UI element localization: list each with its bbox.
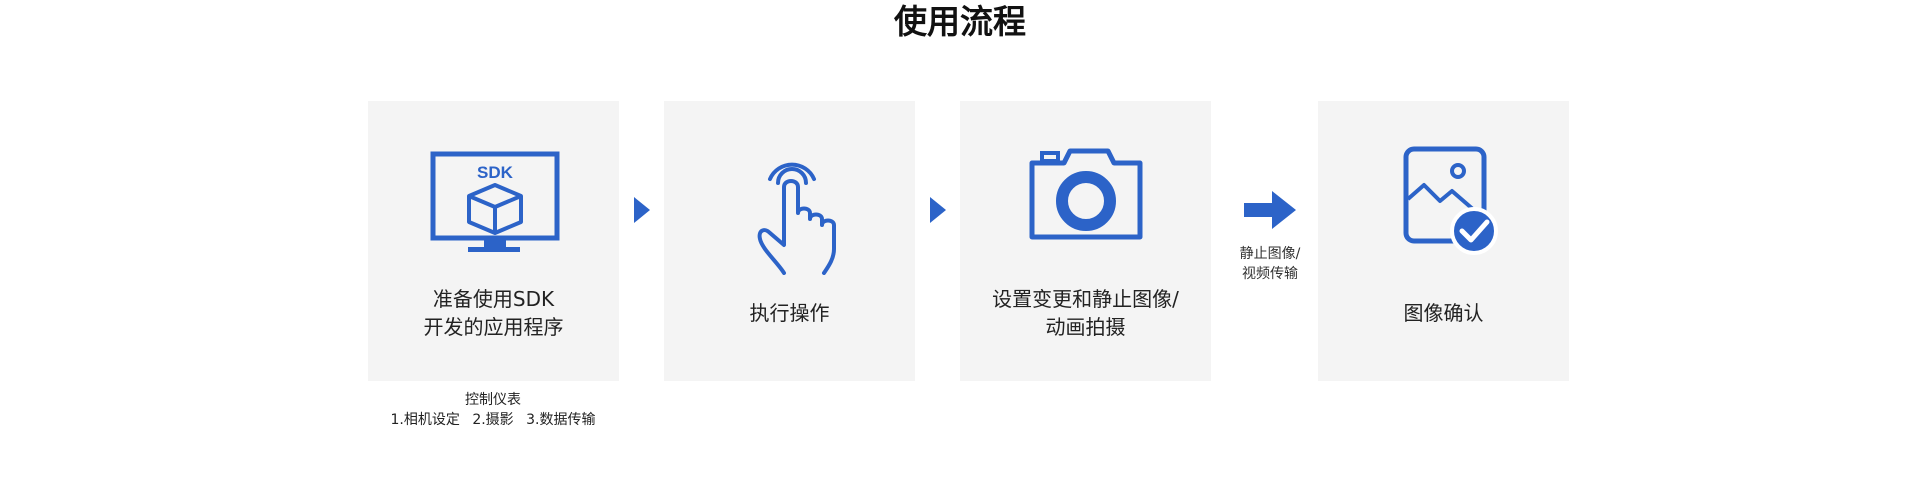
step-label: 图像确认 [1403,301,1484,325]
dashboard-item: 3.数据传输 [526,412,596,428]
step-label: 执行操作 [749,301,830,325]
transfer-label: 静止图像/ 视频传输 [1239,246,1301,282]
step-card-capture: 设置变更和静止图像/ 动画拍摄 [960,101,1211,381]
step-label: 准备使用SDK 开发的应用程序 [423,287,564,339]
page-title: 使用流程 [894,2,1026,41]
dashboard-note: 控制仪表 1.相机设定 2.摄影 3.数据传输 [368,390,618,430]
flow-arrow-1 [634,197,650,223]
step-card-prepare-sdk: SDK 准备使用SDK 开发的应用程序 [368,101,619,381]
camera-icon [960,145,1211,275]
dashboard-title: 控制仪表 [465,392,521,408]
step-card-confirm: 图像确认 [1318,101,1569,381]
touch-hand-icon [664,145,915,275]
dashboard-item: 2.摄影 [472,412,514,428]
image-check-icon [1318,145,1569,275]
dashboard-item: 1.相机设定 [390,412,460,428]
flow-arrow-2 [930,197,946,223]
sdk-icon-text: SDK [477,163,514,182]
step-label: 设置变更和静止图像/ 动画拍摄 [992,287,1179,339]
transfer-arrow-icon [1244,191,1296,233]
monitor-sdk-icon: SDK [368,145,619,275]
step-card-operate: 执行操作 [664,101,915,381]
